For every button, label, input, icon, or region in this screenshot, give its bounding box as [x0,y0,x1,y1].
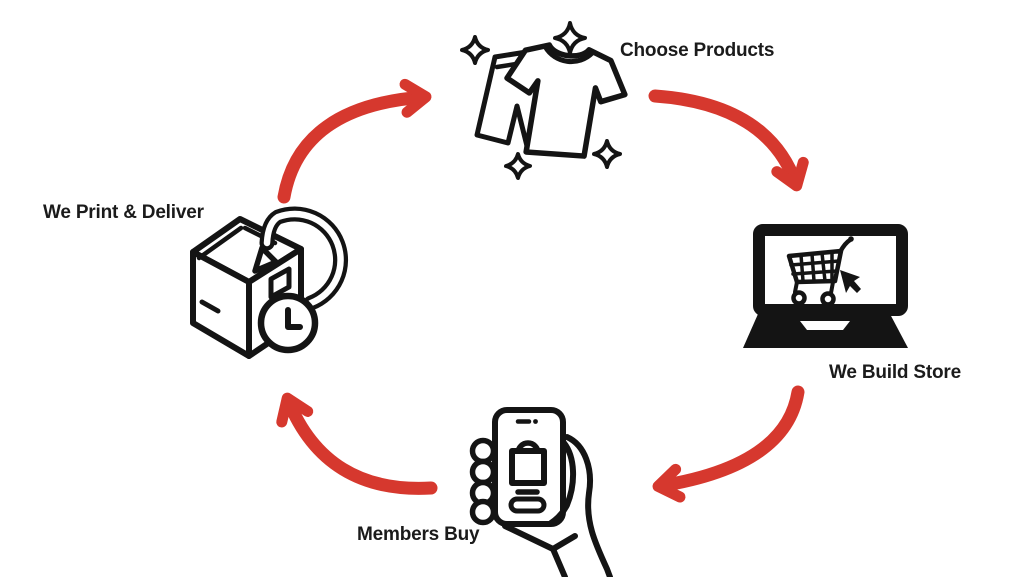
laptop-notch [800,321,850,330]
shopping-cart-glyph [786,236,854,307]
clothes-sparkle-icon [460,21,628,180]
phone-camera-dot [533,419,538,424]
return-arrow-glyph [252,206,349,311]
step-label-choose-products: Choose Products [620,40,775,61]
laptop-cart-icon [743,224,908,348]
arrow-right-to-bottom [652,385,805,503]
screen-pill-button [508,496,547,514]
step-label-we-print-deliver: We Print & Deliver [43,202,204,223]
shopping-bag-glyph [509,440,547,486]
box-flap [268,266,292,300]
package-clock-icon [190,206,349,359]
box-label-dash [199,299,221,314]
laptop-base [743,314,908,348]
finger-bumps [469,437,497,526]
hand-outline [502,434,613,577]
step-label-members-buy: Members Buy [357,524,480,545]
clock-glyph [257,292,319,354]
arrow-left-to-top [277,78,432,204]
tshirt-shape [504,42,628,159]
step-label-we-build-store: We Build Store [829,362,961,383]
arrow-top-to-right [648,89,809,192]
arrow-bottom-to-left [276,392,438,495]
cursor-icon [840,270,861,293]
phone-in-hand-icon [469,407,613,577]
sparkle-icons [460,21,622,180]
